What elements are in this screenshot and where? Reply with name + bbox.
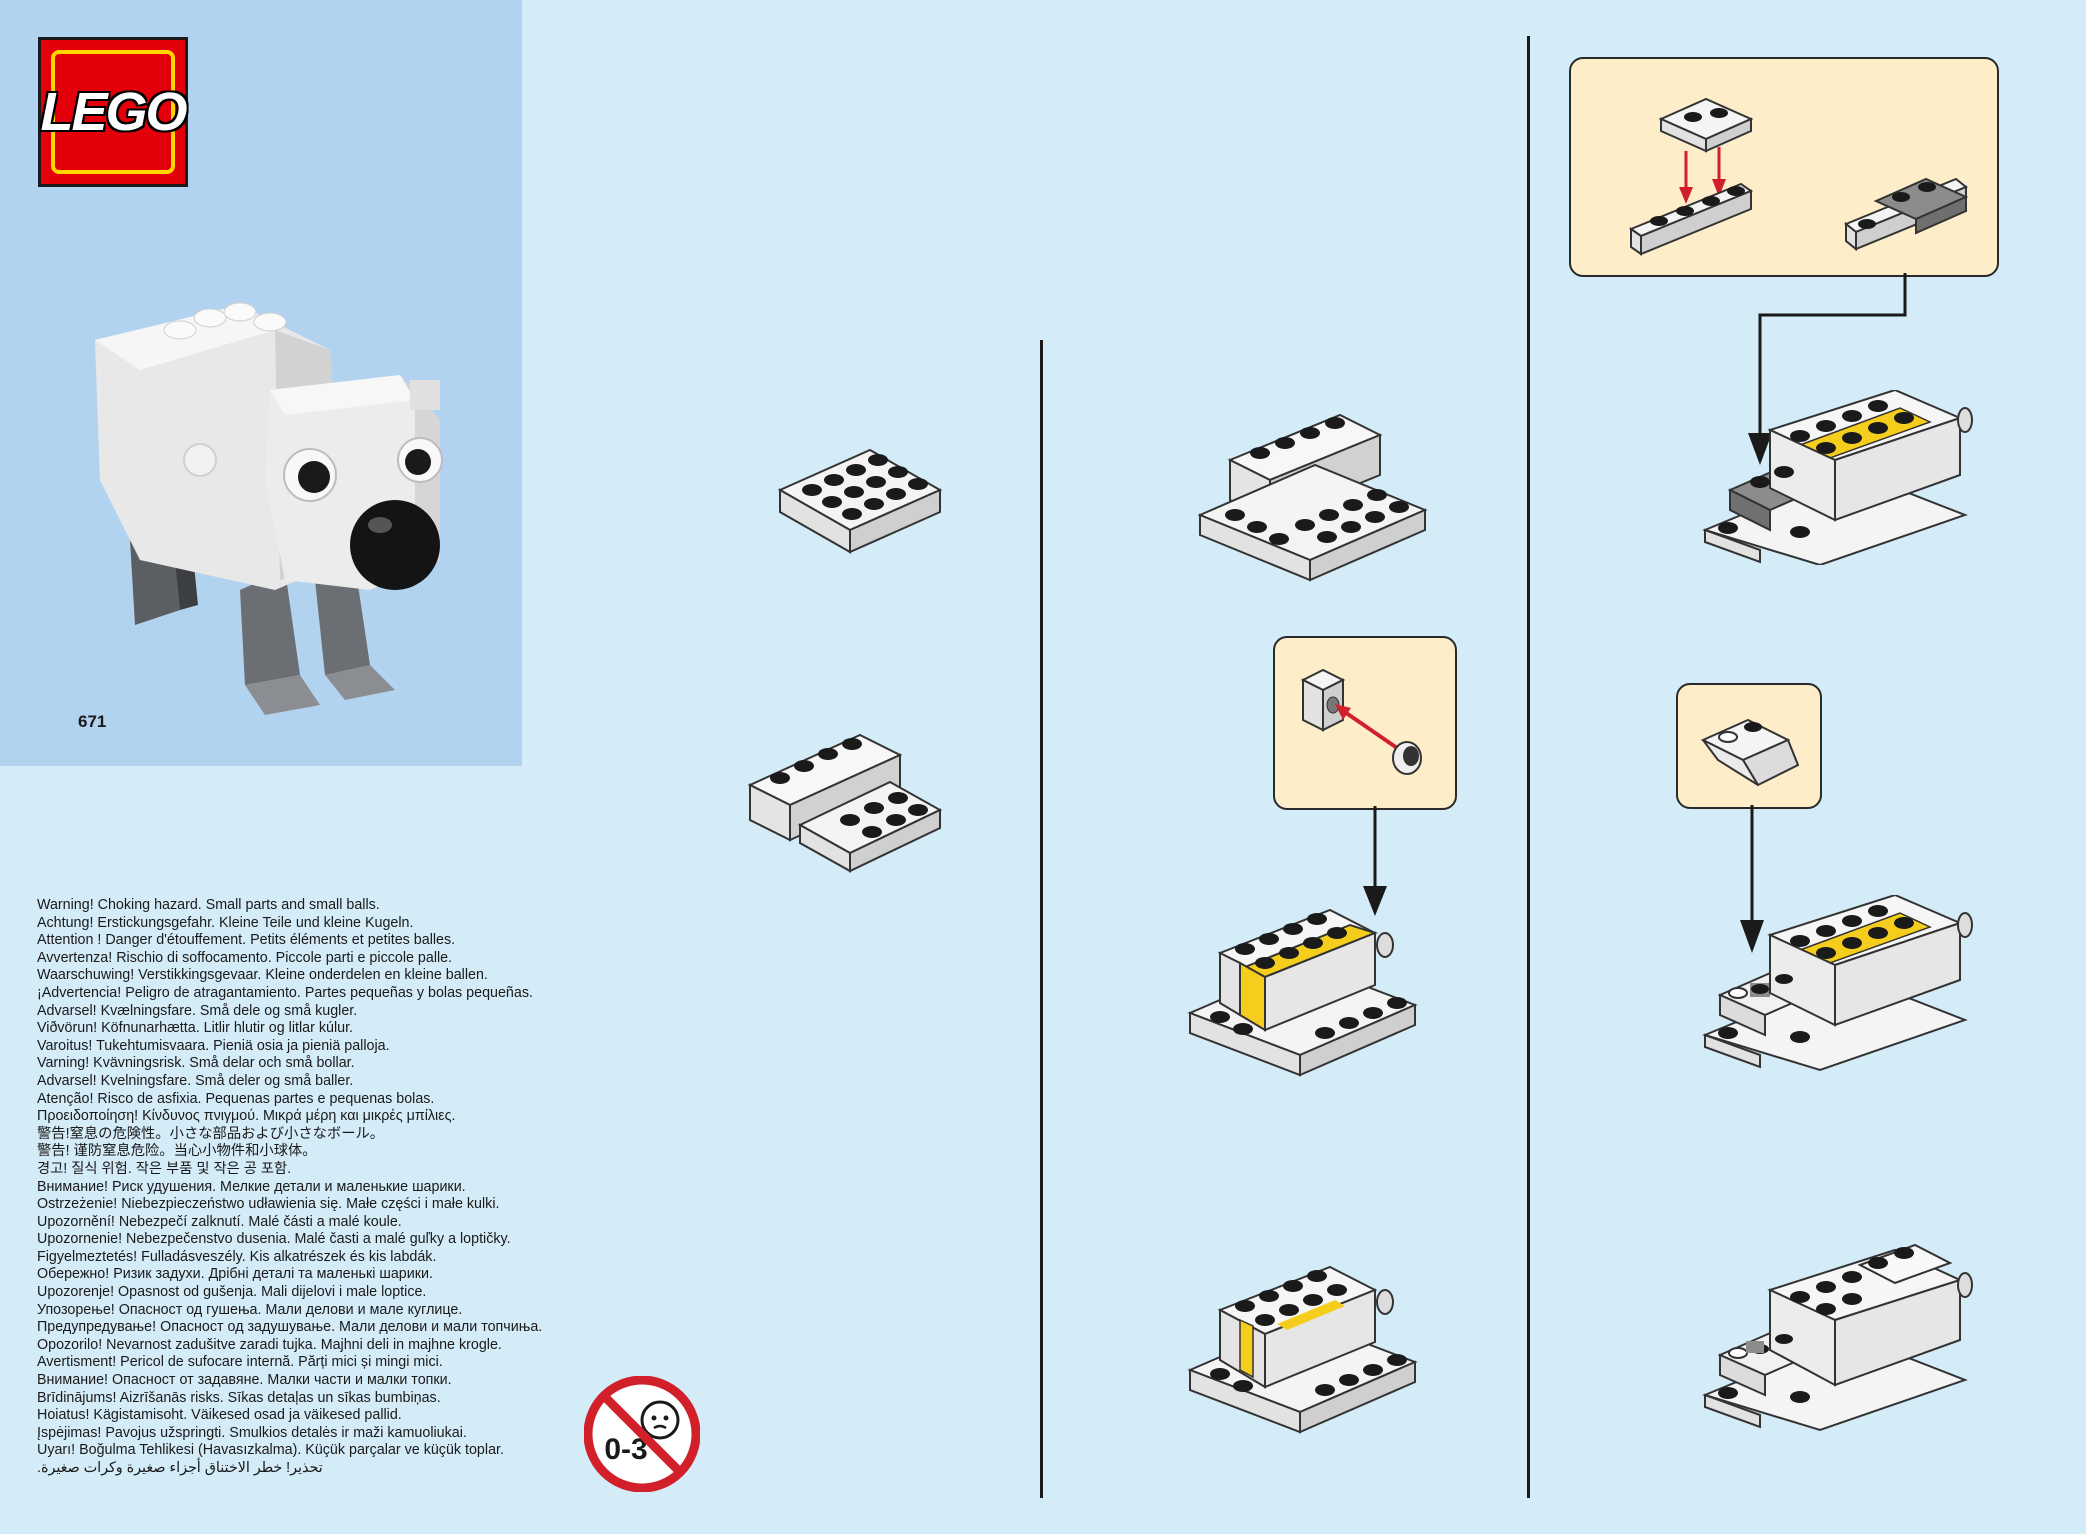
warning-line: Upozornění! Nebezpečí zalknutí. Malé čás… <box>37 1213 402 1230</box>
step-4-build-illustration <box>1187 908 1418 1077</box>
step-4-callout-box <box>1273 636 1457 810</box>
warning-line: Обережно! Ризик задухи. Дрібні деталі та… <box>37 1266 433 1283</box>
warning-line: Advarsel! Kvælningsfare. Små dele og små… <box>37 1002 358 1019</box>
step-6-connector-arrow <box>1748 273 1907 465</box>
warning-line: Προειδοποίηση! Κίνδυνος πνιγμού. Μικρά μ… <box>37 1108 456 1125</box>
warning-line: Uyarı! Boğulma Tehlikesi (Havasızkalma).… <box>37 1442 504 1459</box>
warning-line: Upozornenie! Nebezpečenstvo dusenia. Mal… <box>37 1231 511 1248</box>
warning-line: ¡Advertencia! Peligro de atragantamiento… <box>37 984 533 1001</box>
warning-line: Brīdinājums! Aizrīšanās risks. Sīkas det… <box>37 1389 441 1406</box>
warning-line: Avertisment! Pericol de sufocare internă… <box>37 1354 443 1371</box>
warning-line: Attention ! Danger d'étouffement. Petits… <box>37 932 456 949</box>
warning-line: Atenção! Risco de asfixia. Pequenas part… <box>37 1090 435 1107</box>
warning-line: 警告! 谨防窒息危险。当心小物件和小球体。 <box>37 1143 317 1160</box>
step-7-down-arrow <box>1740 805 1764 953</box>
lego-logo-text: LEGO <box>40 82 188 142</box>
warning-line: Внимание! Риск удушения. Мелкие детали и… <box>37 1178 466 1195</box>
warning-line: Warning! Choking hazard. Small parts and… <box>37 897 380 913</box>
polar-bear-model-image <box>95 302 443 715</box>
step-2-plate-brick-illustration <box>747 733 943 873</box>
warning-line: Avvertenza! Rischio di soffocamento. Pic… <box>37 949 453 966</box>
step-5-build-illustration <box>1187 1265 1418 1434</box>
warning-line: Waarschuwing! Verstikkingsgevaar. Kleine… <box>37 967 488 984</box>
step-7-build-illustration <box>1702 895 1973 1072</box>
lego-logo: LEGO <box>38 37 188 187</box>
step-6-callout-box <box>1569 57 1999 277</box>
step-8-build-illustration <box>1702 1243 1973 1432</box>
lego-logo-frame: LEGO <box>41 50 188 174</box>
warning-line: Advarsel! Kvelningsfare. Små deler og sm… <box>37 1072 354 1089</box>
warning-line: Achtung! Erstickungsgefahr. Kleine Teile… <box>37 914 414 931</box>
step-6-callout-illustration <box>1628 97 1969 256</box>
warning-line: Varning! Kvävningsrisk. Små delar och sm… <box>37 1055 355 1072</box>
warning-line: Предупредување! Опасност од задушување. … <box>37 1319 543 1336</box>
warning-line: Figyelmeztetés! Fulladásveszély. Kis alk… <box>37 1248 437 1265</box>
warning-line: 경고! 질식 위험. 작은 부품 및 작은 공 포함. <box>37 1160 292 1177</box>
step-6-build-illustration <box>1702 390 1973 565</box>
warning-line: 警告!窒息の危険性。小さな部品および小さなボール。 <box>37 1125 385 1142</box>
step-4-down-arrow <box>1363 806 1387 916</box>
warning-line: Упозорење! Опасност од гушења. Мали дело… <box>37 1301 463 1318</box>
warning-line: Hoiatus! Kägistamisoht. Väikesed osad ja… <box>37 1407 402 1424</box>
step-4-callout-illustration <box>1300 668 1422 775</box>
safety-warnings: Warning! Choking hazard. Small parts and… <box>37 897 637 1478</box>
column-divider-2 <box>1527 36 1530 1498</box>
warning-line: تحذير! خطر الاختناق أجزاء صغيرة وكرات صغ… <box>37 1460 323 1476</box>
step-7-callout-illustration <box>1700 718 1800 787</box>
warning-line: Upozorenje! Opasnost od gušenja. Mali di… <box>37 1284 427 1301</box>
warning-line: Ostrzeżenie! Niebezpieczeństwo udławieni… <box>37 1196 500 1213</box>
cover-panel: LEGO 671 <box>0 0 522 766</box>
warning-line: Внимание! Опасност от задавяне. Малки ча… <box>37 1372 452 1389</box>
step-1-plate-illustration <box>777 448 943 554</box>
step-3-build-illustration <box>1197 413 1428 582</box>
step-7-callout-box <box>1676 683 1822 809</box>
warning-line: Varoitus! Tukehtumisvaara. Pieniä osia j… <box>37 1037 390 1054</box>
warning-line: Įspėjimas! Pavojus užspringti. Smulkios … <box>37 1424 467 1441</box>
column-divider-1 <box>1040 340 1043 1498</box>
model-number: 671 <box>78 712 107 731</box>
warning-line: Opozorilo! Nevarnost zadušitve zaradi tu… <box>37 1336 502 1353</box>
warning-line: Viðvörun! Köfnunarhætta. Litlir hlutir o… <box>37 1020 354 1037</box>
age-warning-sign: 0-3 <box>584 1376 700 1492</box>
